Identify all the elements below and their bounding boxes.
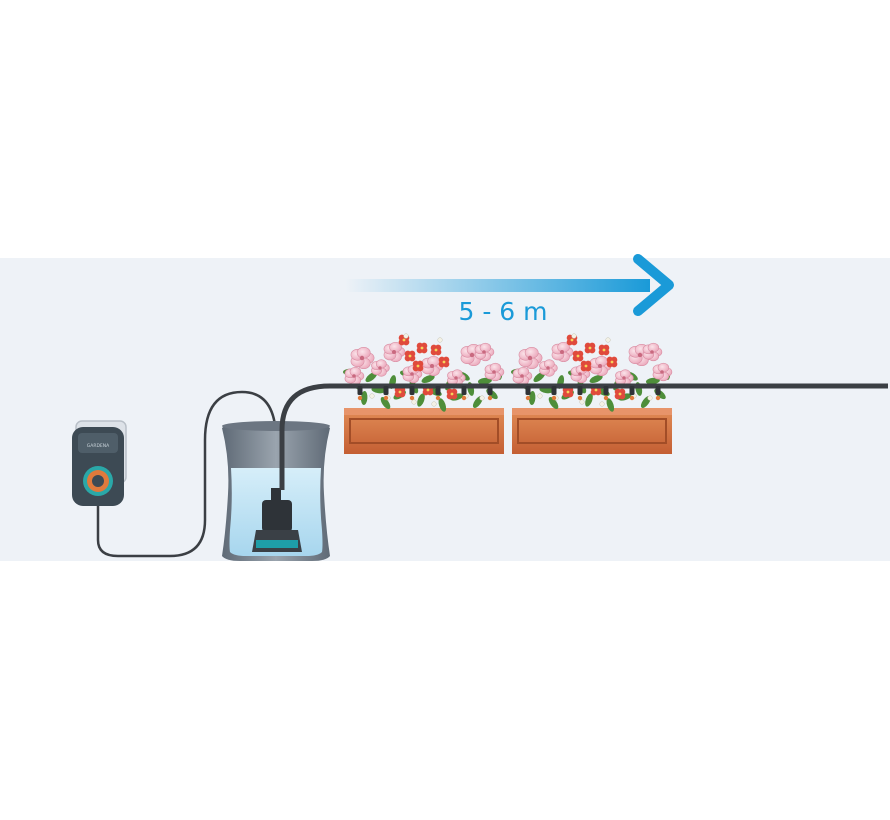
white-bud <box>431 401 437 407</box>
dripper <box>603 386 609 395</box>
white-bud <box>599 401 605 407</box>
submersible-pump-icon <box>252 488 302 552</box>
leaf <box>360 391 368 405</box>
drip-nozzle <box>409 395 415 401</box>
red-flower <box>598 344 610 356</box>
petunia-flower <box>350 346 375 370</box>
leaf <box>606 398 615 412</box>
drip-nozzle <box>629 395 635 401</box>
petunia-flower <box>551 341 574 363</box>
drip-nozzle <box>551 395 557 401</box>
petunia-flower <box>484 362 505 382</box>
red-flower <box>580 360 592 372</box>
dripper <box>461 386 467 395</box>
dripper <box>629 386 635 395</box>
white-bud <box>579 399 585 405</box>
dripper <box>577 386 583 395</box>
petunia-flower <box>371 359 390 377</box>
dripper <box>655 386 661 395</box>
leaf <box>645 377 660 385</box>
supply-hose <box>279 383 348 490</box>
dripper <box>357 386 363 395</box>
dripper <box>525 386 531 395</box>
arrow-right-icon <box>633 254 674 316</box>
red-flower <box>584 342 596 354</box>
petunia-flower <box>615 369 634 387</box>
petunia-flower <box>512 366 533 386</box>
white-bud <box>411 399 417 405</box>
arrow-shaft <box>345 279 650 292</box>
controller-brand: GARDENA <box>87 443 110 449</box>
leaf <box>528 391 536 405</box>
distance-label: 5 - 6 m <box>458 297 547 326</box>
distance-arrow <box>345 254 674 316</box>
leaf <box>380 396 391 410</box>
white-bud <box>369 393 375 399</box>
white-bud <box>571 333 577 339</box>
white-bud <box>605 337 611 343</box>
white-bud <box>437 337 443 343</box>
leaf <box>585 393 593 407</box>
white-bud <box>537 393 543 399</box>
leaf <box>548 396 559 410</box>
dripper <box>435 386 441 395</box>
red-flower <box>416 342 428 354</box>
white-bud <box>647 395 653 401</box>
petunia-flower <box>421 355 444 377</box>
timer-controller-icon: GARDENA <box>72 427 124 506</box>
dripper <box>409 386 415 395</box>
power-cable <box>96 390 278 558</box>
flower-box-icon <box>344 408 504 454</box>
petunia-flower <box>570 364 591 384</box>
leaf <box>477 377 492 385</box>
drip-nozzle <box>603 395 609 401</box>
red-flower <box>430 344 442 356</box>
white-bud <box>403 333 409 339</box>
red-flower <box>572 350 584 362</box>
red-flower <box>412 360 424 372</box>
drip-nozzle <box>487 395 493 401</box>
leaf <box>438 398 447 412</box>
petunia-flower <box>652 362 673 382</box>
dripper <box>551 386 557 395</box>
red-flower <box>446 388 458 400</box>
drip-nozzle <box>655 395 661 401</box>
red-flower <box>404 350 416 362</box>
leaf <box>417 393 425 407</box>
petunia-flower <box>474 342 495 362</box>
petunia-flower <box>539 359 558 377</box>
dripper <box>383 386 389 395</box>
dripper <box>487 386 493 395</box>
white-bud <box>479 395 485 401</box>
drippers <box>357 386 661 401</box>
petunia-flower <box>383 341 406 363</box>
petunia-flower <box>642 342 663 362</box>
leaf <box>421 374 435 384</box>
flower-box-icon <box>512 408 672 454</box>
petunia-flower <box>518 346 543 370</box>
drip-nozzle <box>525 395 531 401</box>
leaf <box>589 374 603 384</box>
petunia-flower <box>344 366 365 386</box>
red-flower <box>614 388 626 400</box>
red-flower <box>438 356 450 368</box>
petunia-flower <box>589 355 612 377</box>
drip-nozzle <box>461 395 467 401</box>
drip-nozzle <box>435 395 441 401</box>
red-flower <box>606 356 618 368</box>
drip-nozzle <box>383 395 389 401</box>
drip-nozzle <box>577 395 583 401</box>
drip-nozzle <box>357 395 363 401</box>
